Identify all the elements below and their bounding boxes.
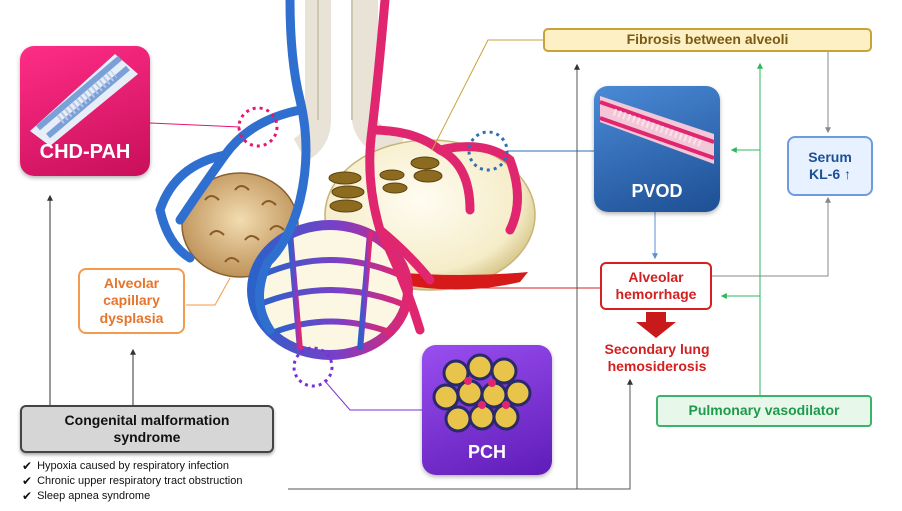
pulmonary-vein: [155, 0, 311, 335]
flow-arrows: [47, 52, 831, 490]
pch-label: PCH: [467, 442, 506, 462]
check-icon: ✔: [22, 489, 33, 503]
kl6-label: KL-6 ↑: [809, 166, 851, 182]
lung-illustration: [155, 0, 536, 360]
hemosiderosis-text: Secondary lung hemosiderosis: [582, 338, 732, 378]
fibrosis-label: Fibrosis between alveoli: [626, 31, 789, 48]
pch-callout-circle: [292, 346, 334, 388]
serum-kl6-box: Serum KL-6 ↑: [787, 136, 873, 196]
fibrosis-leader: [431, 39, 544, 151]
pch-leader: [323, 379, 422, 411]
serum-label: Serum: [808, 148, 852, 165]
pvod-label: PVOD: [631, 181, 683, 201]
hemorrhage-line-1: Alveolar: [628, 268, 684, 285]
acd-box: Alveolar capillary dysplasia: [78, 268, 185, 334]
check-icon: ✔: [22, 474, 33, 488]
fibrosis-coils: [328, 156, 443, 213]
list-item: ✔ Hypoxia caused by respiratory infection: [22, 459, 243, 474]
acd-leader: [186, 277, 231, 306]
acd-line-1: Alveolar: [103, 274, 160, 291]
vasodilator-label: Pulmonary vasodilator: [688, 402, 840, 419]
hemorrhage-line-2: hemorrhage: [615, 286, 697, 302]
list-item: ✔ Sleep apnea syndrome: [22, 489, 243, 504]
chd-pah-tile: CHD-PAH: [20, 46, 150, 176]
congenital-box: Congenital malformation syndrome: [20, 405, 274, 453]
condition-list: ✔ Hypoxia caused by respiratory infection…: [22, 459, 243, 504]
capillary-proliferation-icon: [432, 353, 532, 433]
condition-text: Chronic upper respiratory tract obstruct…: [37, 475, 243, 487]
congenital-line-2: syndrome: [113, 429, 181, 445]
pch-tile: PCH: [422, 345, 552, 475]
chd-pah-callout-circle: [237, 106, 279, 148]
congenital-line-1: Congenital malformation: [64, 411, 230, 428]
chd-pah-leader: [149, 122, 241, 128]
acd-line-3: dysplasia: [99, 309, 164, 326]
thickened-vessel-icon: [30, 54, 138, 146]
condition-text: Sleep apnea syndrome: [37, 490, 151, 502]
vasodilator-box: Pulmonary vasodilator: [656, 395, 872, 427]
chd-pah-label: CHD-PAH: [39, 141, 131, 163]
pvod-tile: PVOD: [594, 86, 720, 212]
fibrosis-box: Fibrosis between alveoli: [543, 28, 872, 52]
list-item: ✔ Chronic upper respiratory tract obstruc…: [22, 474, 243, 489]
check-icon: ✔: [22, 459, 33, 473]
hemorrhage-box: Alveolar hemorrhage: [600, 262, 712, 310]
condition-text: Hypoxia caused by respiratory infection: [37, 460, 230, 472]
acd-line-2: capillary: [103, 292, 160, 309]
hemosiderosis-line-1: Secondary lung: [604, 340, 710, 357]
hemosiderosis-line-2: hemosiderosis: [607, 358, 707, 374]
pulmonary-artery: [365, 0, 522, 335]
occluded-vein-icon: [599, 96, 715, 164]
down-arrow-icon: [636, 312, 676, 338]
